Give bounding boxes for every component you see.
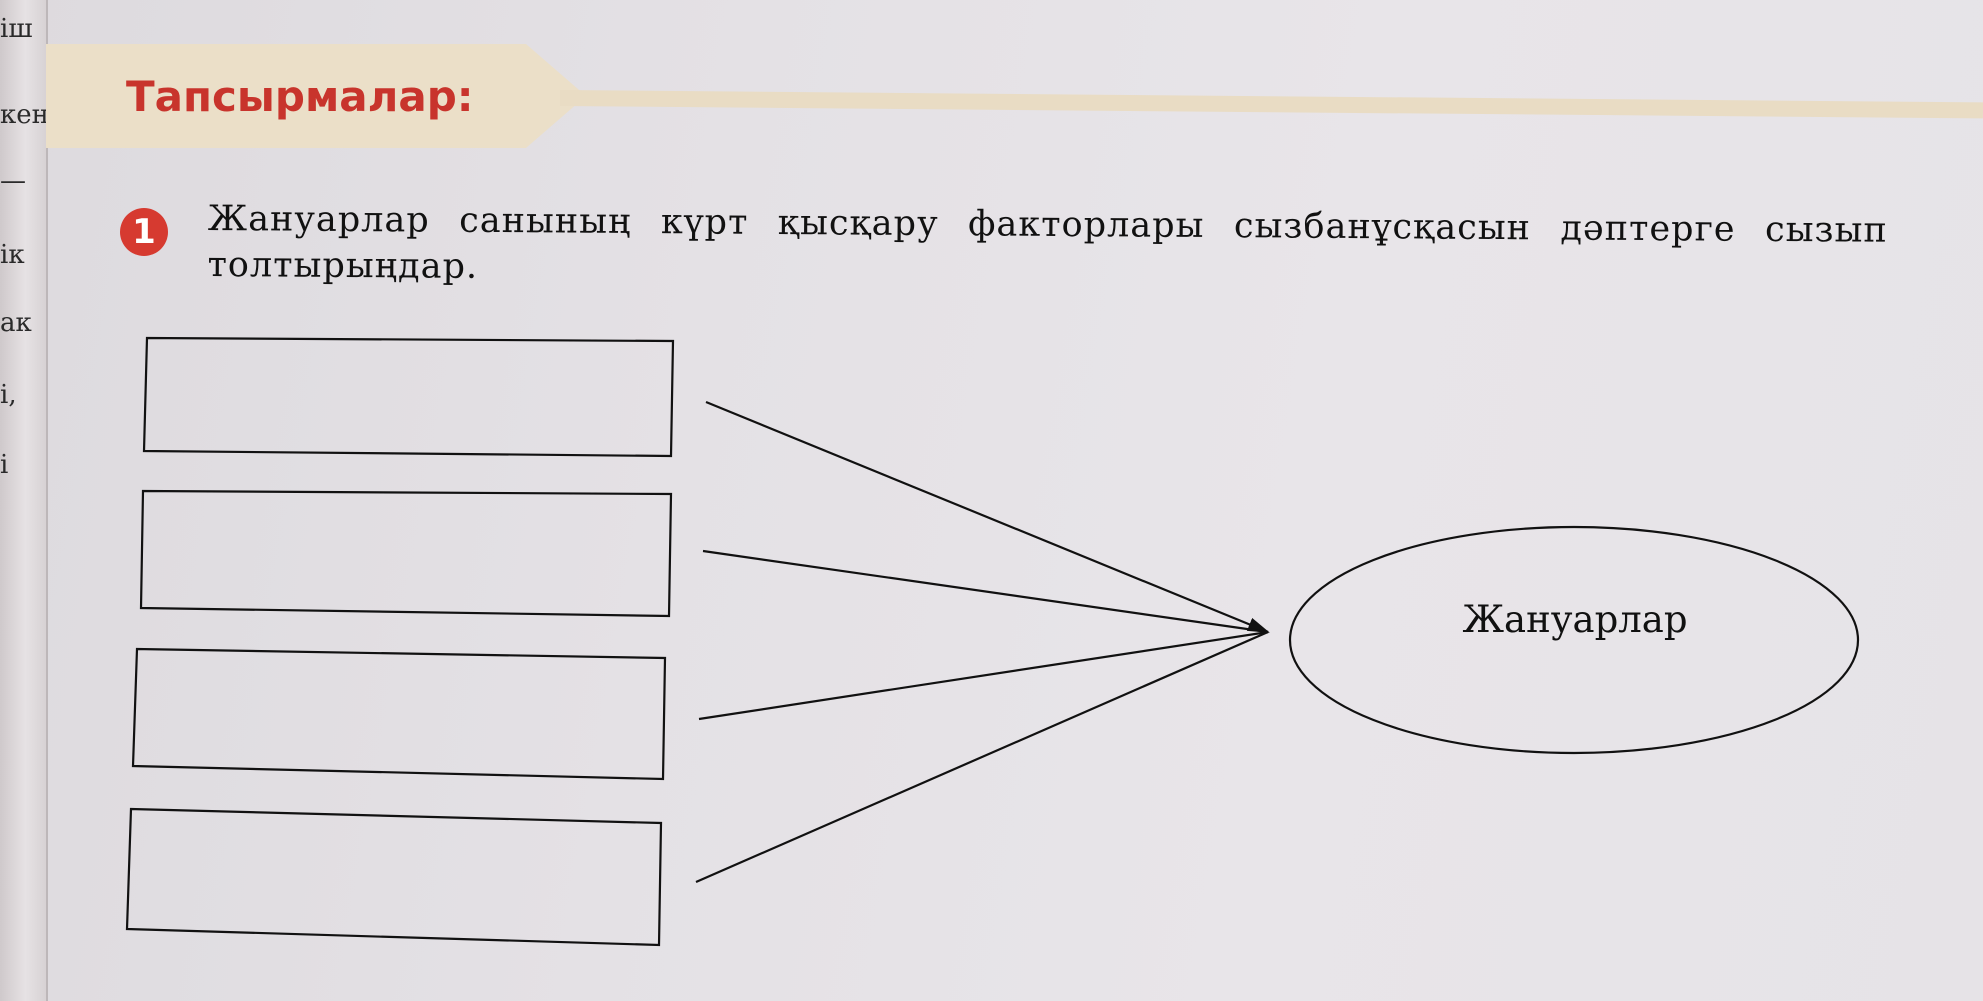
margin-fragment: —	[0, 166, 26, 196]
section-header-band	[46, 44, 586, 148]
arrow-line-2	[702, 549, 1269, 634]
margin-fragment: ак	[0, 308, 32, 338]
arrow-line-4	[695, 630, 1269, 884]
margin-fragment: кен	[0, 100, 49, 130]
margin-fragment: і,	[0, 380, 17, 410]
factor-box-4	[125, 807, 663, 947]
factor-box-2	[139, 489, 673, 618]
factor-box-1	[142, 336, 675, 458]
factor-box-3	[131, 647, 667, 781]
center-label: Жануарлар	[1462, 598, 1688, 641]
margin-fragment: іш	[0, 14, 33, 44]
arrow-line-3	[698, 630, 1269, 721]
page-margin-strip: іш кен — ік ак і, і	[0, 0, 49, 1001]
center-ellipse	[1288, 525, 1860, 755]
margin-fragment: і	[0, 450, 9, 480]
arrow-line-1	[705, 400, 1270, 634]
task-number-badge: 1	[120, 208, 168, 256]
margin-fragment: ік	[0, 240, 25, 270]
section-title: Тапсырмалар:	[126, 72, 474, 121]
